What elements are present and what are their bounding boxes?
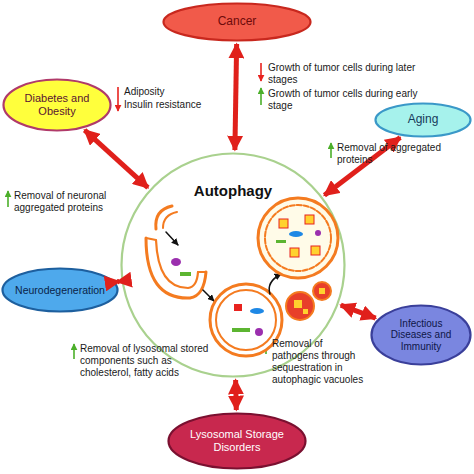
phagophore bbox=[156, 240, 198, 288]
autophagosome bbox=[210, 284, 282, 356]
node-shape bbox=[164, 4, 311, 41]
disease-ellipse: Diabetes and Obesity bbox=[2, 78, 112, 132]
node-label: Neurodegeneration bbox=[15, 284, 105, 296]
double-arrow bbox=[233, 380, 239, 410]
process-arrow bbox=[203, 290, 214, 301]
node-shape bbox=[122, 154, 345, 377]
double-arrow bbox=[324, 137, 400, 195]
enzyme bbox=[311, 246, 320, 255]
node-label: Infectious Diseases and Immunity bbox=[382, 318, 460, 353]
trend-arrows bbox=[8, 63, 331, 359]
node-text-box: Lysosomal Storage Disorders bbox=[167, 412, 307, 470]
double-arrow bbox=[85, 130, 148, 188]
node-label: Lysosomal Storage Disorders bbox=[187, 428, 287, 453]
cargo bbox=[180, 272, 191, 276]
cargo bbox=[289, 231, 303, 237]
lysosome bbox=[286, 292, 314, 320]
process-arrow bbox=[166, 232, 178, 245]
disease-ellipse: Neurodegeneration bbox=[1, 267, 119, 313]
node-shape bbox=[4, 80, 111, 131]
disease-ellipse: Cancer bbox=[162, 2, 312, 42]
cargo bbox=[255, 328, 263, 336]
increase-arrow bbox=[265, 339, 267, 354]
annotation-text: Adiposity bbox=[124, 86, 224, 98]
autolysosome bbox=[258, 198, 338, 278]
cargo bbox=[232, 328, 250, 332]
annotation-text: Growth of tumor cells during later stage… bbox=[268, 62, 433, 86]
decrease-arrow bbox=[117, 87, 119, 111]
membrane-fragment bbox=[163, 212, 177, 228]
disease-ellipse: Aging bbox=[374, 102, 472, 138]
annotation-text: Removal of aggregated proteins bbox=[337, 142, 449, 166]
autophagy-illustration bbox=[146, 198, 338, 356]
enzyme bbox=[294, 300, 302, 308]
decrease-arrow bbox=[260, 63, 262, 81]
node-text-box: Aging bbox=[374, 102, 472, 138]
node-shape bbox=[372, 306, 471, 365]
node-label: Diabetes and Obesity bbox=[17, 92, 97, 117]
cargo bbox=[315, 230, 321, 236]
disease-ellipse: Infectious Diseases and Immunity bbox=[370, 304, 472, 366]
annotation-text: Insulin resistance bbox=[124, 99, 224, 111]
double-arrow bbox=[117, 279, 119, 284]
node-text-box: Diabetes and Obesity bbox=[2, 78, 112, 132]
phagophore-rim bbox=[146, 238, 206, 272]
cargo bbox=[171, 258, 181, 266]
node-text-box: Cancer bbox=[162, 2, 312, 42]
increase-arrow bbox=[260, 88, 262, 105]
enzyme bbox=[305, 215, 314, 224]
autolysosome bbox=[265, 205, 331, 271]
lysosome bbox=[313, 282, 331, 300]
disease-ellipse: Lysosomal Storage Disorders bbox=[167, 412, 307, 470]
node-label: Cancer bbox=[218, 15, 257, 29]
node-shape bbox=[376, 104, 471, 137]
process-arrow bbox=[269, 274, 281, 294]
membrane-fragment bbox=[156, 206, 172, 229]
process-circle: Autophagy bbox=[120, 152, 346, 378]
increase-arrow bbox=[330, 143, 332, 158]
phagophore bbox=[146, 238, 206, 298]
node-label: Autophagy bbox=[194, 182, 272, 199]
node-label: Aging bbox=[408, 113, 439, 127]
cargo bbox=[250, 308, 264, 314]
node-text-box: Autophagy bbox=[120, 152, 346, 378]
node-text-box: Neurodegeneration bbox=[1, 267, 119, 313]
cargo bbox=[234, 304, 242, 311]
enzyme bbox=[279, 219, 288, 228]
annotation-text: Removal of neuronal aggregated proteins bbox=[14, 190, 119, 214]
node-shape bbox=[169, 414, 306, 469]
cargo bbox=[276, 240, 286, 243]
node-shape bbox=[3, 269, 118, 312]
double-arrow bbox=[341, 305, 376, 318]
enzyme bbox=[319, 288, 325, 294]
enzyme bbox=[303, 309, 308, 314]
autophagosome bbox=[216, 290, 276, 350]
node-text-box: Infectious Diseases and Immunity bbox=[370, 304, 472, 366]
increase-arrow bbox=[73, 344, 75, 359]
double-arrow bbox=[235, 44, 237, 150]
enzyme bbox=[290, 248, 299, 257]
increase-arrow bbox=[7, 191, 9, 207]
